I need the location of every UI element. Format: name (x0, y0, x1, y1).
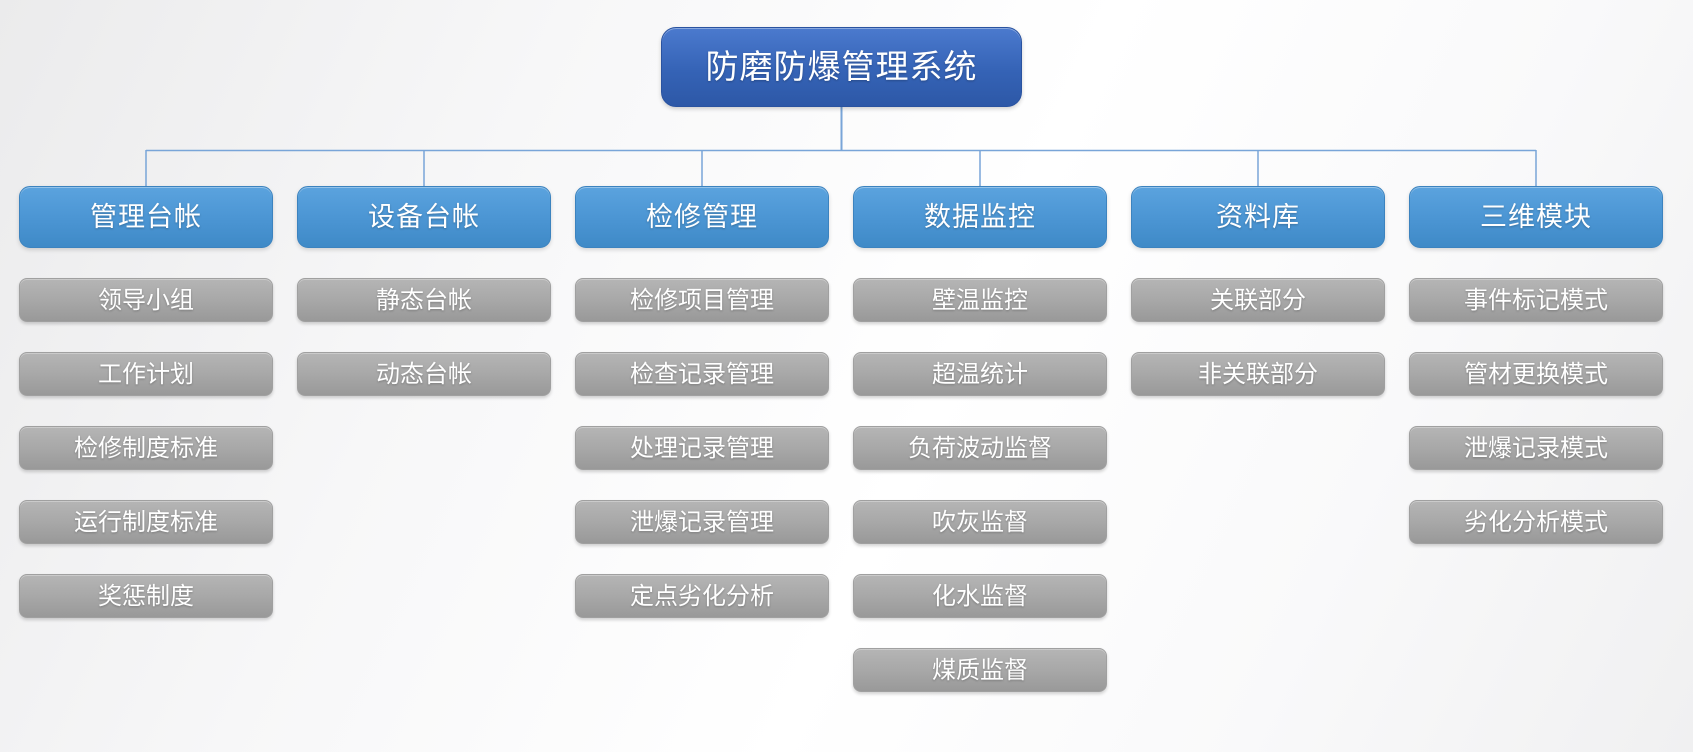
leaf-node: 动态台帐 (297, 352, 551, 396)
branch-column-management-ledger: 管理台帐 领导小组 工作计划 检修制度标准 运行制度标准 奖惩制度 (19, 186, 273, 618)
leaf-node: 检查记录管理 (575, 352, 829, 396)
leaf-node: 工作计划 (19, 352, 273, 396)
leaf-node: 关联部分 (1131, 278, 1385, 322)
root-node-title: 防磨防爆管理系统 (661, 27, 1022, 107)
leaf-node: 化水监督 (853, 574, 1107, 618)
leaf-node: 劣化分析模式 (1409, 500, 1663, 544)
leaf-node: 泄爆记录模式 (1409, 426, 1663, 470)
leaf-node: 定点劣化分析 (575, 574, 829, 618)
branch-column-data-library: 资料库 关联部分 非关联部分 (1131, 186, 1385, 396)
leaf-node: 运行制度标准 (19, 500, 273, 544)
leaf-node: 管材更换模式 (1409, 352, 1663, 396)
branch-node: 资料库 (1131, 186, 1385, 248)
leaf-node: 检修制度标准 (19, 426, 273, 470)
leaf-node: 领导小组 (19, 278, 273, 322)
branch-column-equipment-ledger: 设备台帐 静态台帐 动态台帐 (297, 186, 551, 396)
leaf-node: 处理记录管理 (575, 426, 829, 470)
leaf-node: 非关联部分 (1131, 352, 1385, 396)
leaf-node: 超温统计 (853, 352, 1107, 396)
leaf-node: 负荷波动监督 (853, 426, 1107, 470)
leaf-node: 检修项目管理 (575, 278, 829, 322)
branch-node: 管理台帐 (19, 186, 273, 248)
branch-column-3d-module: 三维模块 事件标记模式 管材更换模式 泄爆记录模式 劣化分析模式 (1409, 186, 1663, 544)
branch-node: 数据监控 (853, 186, 1107, 248)
branch-column-data-monitoring: 数据监控 壁温监控 超温统计 负荷波动监督 吹灰监督 化水监督 煤质监督 (853, 186, 1107, 692)
leaf-node: 煤质监督 (853, 648, 1107, 692)
leaf-node: 吹灰监督 (853, 500, 1107, 544)
branch-node: 设备台帐 (297, 186, 551, 248)
leaf-node: 静态台帐 (297, 278, 551, 322)
leaf-node: 泄爆记录管理 (575, 500, 829, 544)
branch-node: 检修管理 (575, 186, 829, 248)
leaf-node: 事件标记模式 (1409, 278, 1663, 322)
branch-column-maintenance-management: 检修管理 检修项目管理 检查记录管理 处理记录管理 泄爆记录管理 定点劣化分析 (575, 186, 829, 618)
branch-node: 三维模块 (1409, 186, 1663, 248)
leaf-node: 壁温监控 (853, 278, 1107, 322)
leaf-node: 奖惩制度 (19, 574, 273, 618)
